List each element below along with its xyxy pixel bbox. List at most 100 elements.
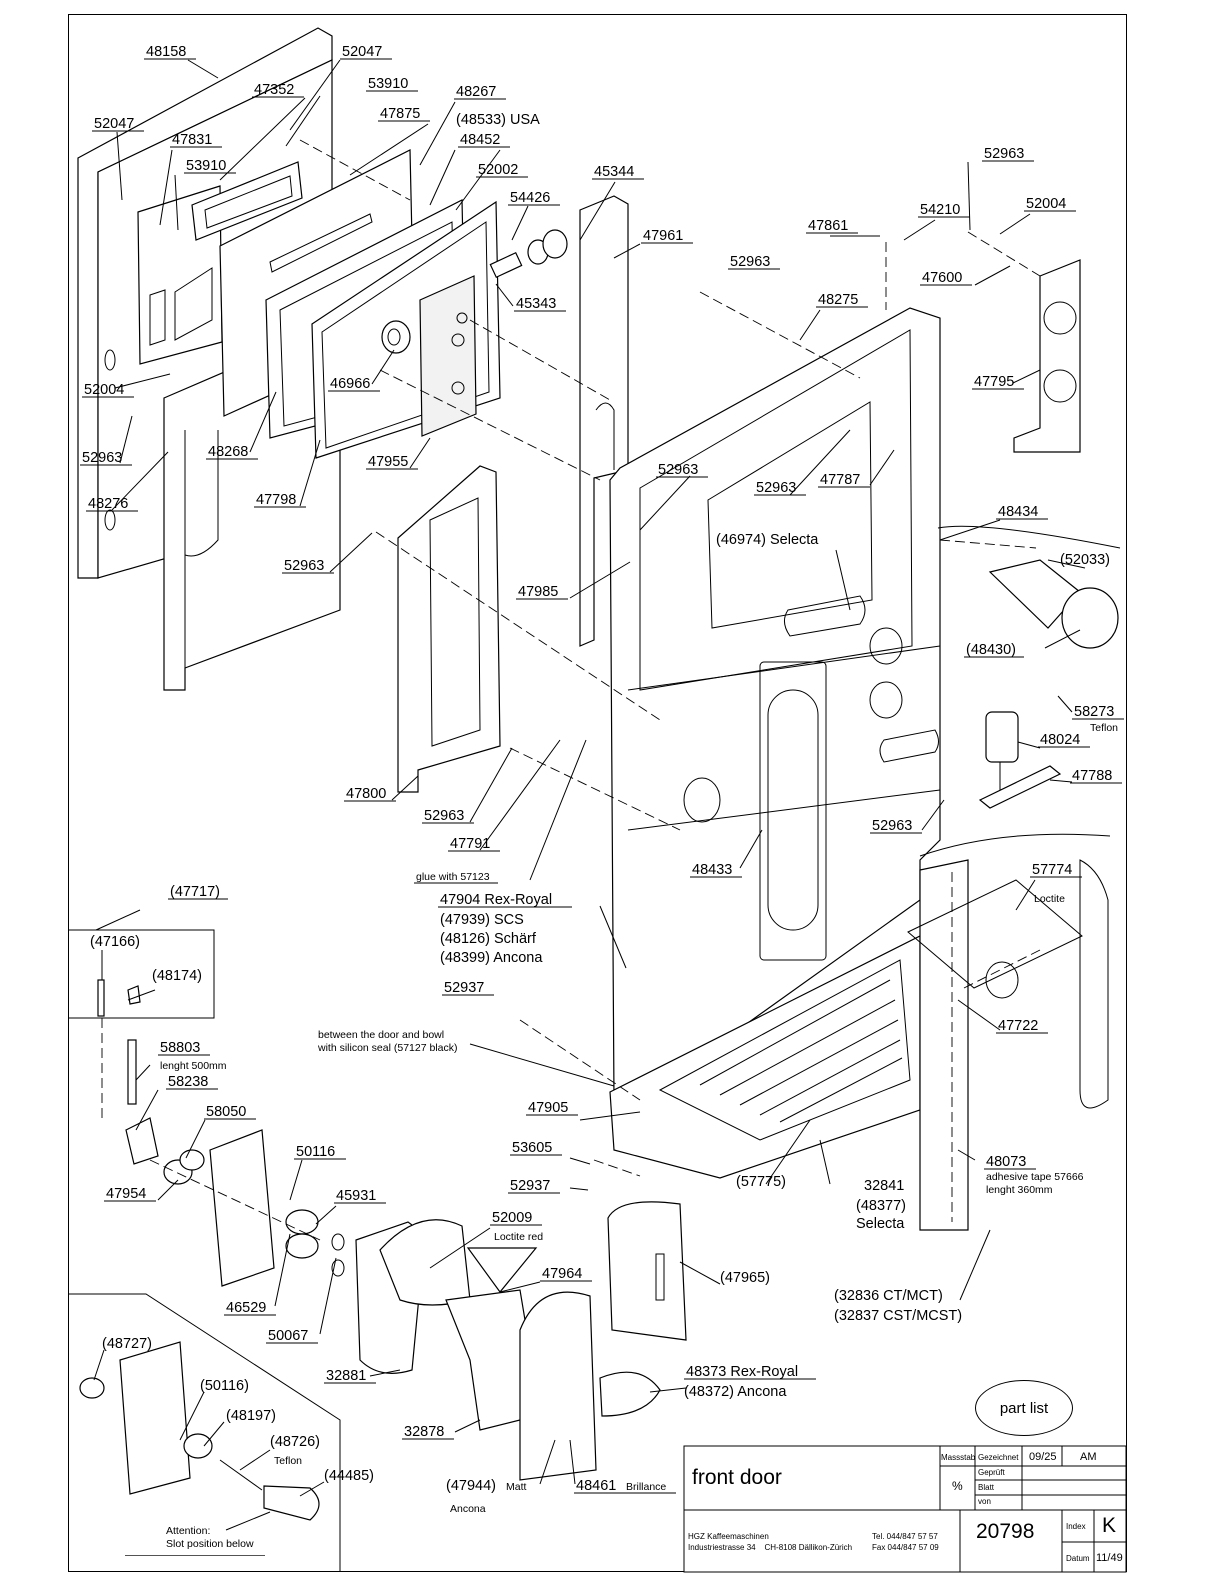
- detail-inset: [68, 1293, 341, 1572]
- label-48174: (48174): [152, 968, 202, 984]
- right-bracket: [1013, 259, 1081, 453]
- label-48024: 48024: [1040, 732, 1080, 748]
- label-teflon-2: Teflon: [274, 1455, 302, 1467]
- label-46966: 46966: [330, 376, 370, 392]
- gezeichnet-label: Gezeichnet: [978, 1453, 1019, 1462]
- label-46529: 46529: [226, 1300, 266, 1316]
- label-48268: 48268: [208, 444, 248, 460]
- assembly-lines: [101, 139, 1041, 1241]
- label-52963d: 52963: [658, 462, 698, 478]
- label-47954: 47954: [106, 1186, 146, 1202]
- label-48126: (48126) Schärf: [440, 931, 537, 947]
- label-48158: 48158: [146, 44, 186, 60]
- label-48267: 48267: [456, 84, 496, 100]
- label-52963: 52963: [984, 146, 1024, 162]
- label-48434: 48434: [998, 504, 1038, 520]
- label-48372: (48372) Ancona: [684, 1384, 787, 1400]
- label-48275: 48275: [818, 292, 858, 308]
- scale-value: %: [952, 1479, 963, 1493]
- label-48452: 48452: [460, 132, 500, 148]
- label-52004b: 52004: [84, 382, 124, 398]
- index-value: K: [1102, 1514, 1117, 1537]
- label-45343: 45343: [516, 296, 556, 312]
- label-seal-note-1: between the door and bowl: [318, 1029, 444, 1041]
- label-50116b: (50116): [200, 1378, 249, 1394]
- datum-label: Datum: [1066, 1554, 1090, 1563]
- part-list-button[interactable]: part list: [975, 1380, 1073, 1436]
- company-name: HGZ Kaffeemaschinen: [688, 1532, 769, 1541]
- label-57775: (57775): [736, 1174, 786, 1190]
- rotary-knob: [381, 320, 411, 354]
- drawing-title: front door: [692, 1466, 782, 1489]
- label-47875: 47875: [380, 106, 420, 122]
- label-58050: 58050: [206, 1104, 246, 1120]
- display-module: [191, 161, 303, 241]
- label-54210: 54210: [920, 202, 960, 218]
- label-48430: (48430): [966, 642, 1016, 658]
- label-47600: 47600: [922, 270, 962, 286]
- part-labels: 48158 52047 47352 53910 48267 (48533) US…: [82, 44, 1118, 1550]
- label-48377: (48377): [856, 1198, 906, 1214]
- label-58238: 58238: [168, 1074, 208, 1090]
- label-53910b: 53910: [186, 158, 226, 174]
- label-57774: 57774: [1032, 862, 1072, 878]
- label-brillance: Brillance: [626, 1481, 666, 1493]
- bracket-plate: [419, 275, 477, 437]
- label-matt: Matt: [506, 1481, 527, 1493]
- label-48276: 48276: [88, 496, 128, 512]
- geprueft-label: Geprüft: [978, 1468, 1005, 1477]
- drip-tray: [609, 935, 921, 1179]
- drawing-frame: [68, 14, 1127, 1572]
- label-47904: 47904 Rex-Royal: [440, 892, 552, 908]
- title-block: front door Massstab % Gezeichnet 09/25 A…: [684, 1446, 1126, 1572]
- label-48073: 48073: [986, 1154, 1026, 1170]
- steam-knob: [988, 559, 1119, 649]
- label-52009: 52009: [492, 1210, 532, 1226]
- label-52963h: 52963: [872, 818, 912, 834]
- label-52963e: 52963: [756, 480, 796, 496]
- label-48373: 48373 Rex-Royal: [686, 1364, 798, 1380]
- label-52047: 52047: [342, 44, 382, 60]
- label-47717: (47717): [170, 884, 220, 900]
- label-52047b: 52047: [94, 116, 134, 132]
- index-label: Index: [1066, 1522, 1086, 1531]
- label-48533: (48533) USA: [456, 112, 540, 128]
- label-50116: 50116: [296, 1144, 335, 1160]
- label-47798: 47798: [256, 492, 296, 508]
- label-47961: 47961: [643, 228, 683, 244]
- label-47955: 47955: [368, 454, 408, 470]
- label-48433: 48433: [692, 862, 732, 878]
- label-52963f: 52963: [284, 558, 324, 574]
- label-52963g: 52963: [424, 808, 464, 824]
- label-47905: 47905: [528, 1100, 568, 1116]
- label-lenght-360: lenght 360mm: [986, 1184, 1053, 1196]
- window-frame: [397, 465, 501, 793]
- label-32881: 32881: [326, 1368, 366, 1384]
- label-selecta: Selecta: [856, 1216, 905, 1232]
- label-48727: (48727): [102, 1336, 152, 1352]
- valve-cylinder: [978, 711, 1062, 809]
- label-47352: 47352: [254, 82, 294, 98]
- label-52937b: 52937: [510, 1178, 550, 1194]
- label-ancona: Ancona: [450, 1503, 486, 1515]
- label-47831: 47831: [172, 132, 212, 148]
- label-52033: (52033): [1060, 552, 1110, 568]
- label-58803: 58803: [160, 1040, 200, 1056]
- label-47722: 47722: [998, 1018, 1038, 1034]
- side-plate: [907, 879, 1083, 999]
- label-32878: 32878: [404, 1424, 444, 1440]
- label-48399: (48399) Ancona: [440, 950, 543, 966]
- spring-parts: [489, 229, 568, 279]
- label-52963b: 52963: [730, 254, 770, 270]
- label-53910: 53910: [368, 76, 408, 92]
- label-32837: (32837 CST/MCST): [834, 1308, 962, 1324]
- label-50067: 50067: [268, 1328, 308, 1344]
- sheet-number: 11/49: [1096, 1552, 1123, 1564]
- label-47964: 47964: [542, 1266, 582, 1282]
- company-tel: Tel. 044/847 57 57: [872, 1532, 938, 1541]
- label-45344: 45344: [594, 164, 634, 180]
- label-48726: (48726): [270, 1434, 320, 1450]
- von-label: von: [978, 1497, 991, 1506]
